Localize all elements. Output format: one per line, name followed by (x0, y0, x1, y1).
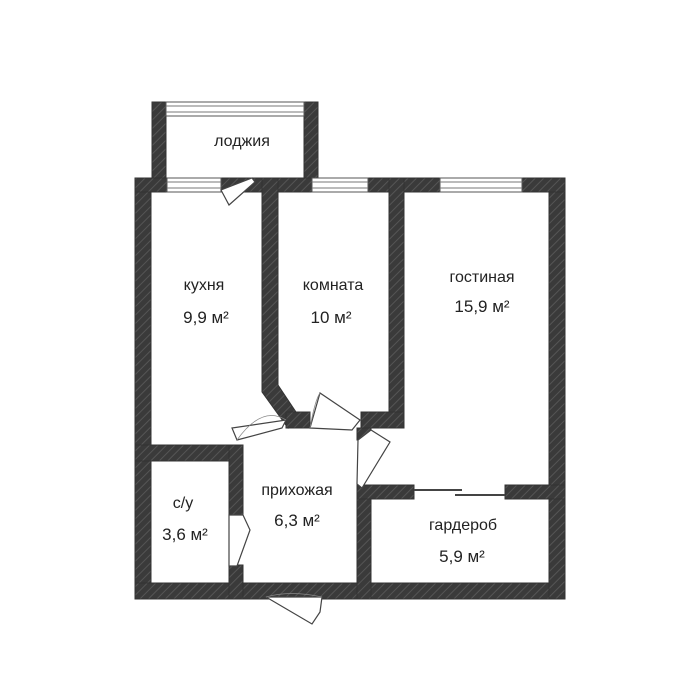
loggia-wall-left (151, 101, 167, 191)
living-door (356, 429, 391, 489)
outer-wall-top-5 (521, 177, 566, 193)
bathroom-area: 3,6 м² (162, 525, 208, 544)
wardrobe-name: гардероб (428, 517, 498, 534)
living-name: гостиная (449, 269, 515, 286)
outer-wall-bottom (134, 582, 566, 600)
living-window (439, 177, 523, 193)
room-wall-bottom-right (360, 411, 405, 429)
room-wall-bottom-left (285, 411, 311, 429)
kitchen-area: 9,9 м² (183, 308, 229, 327)
bathroom-name: с/у (172, 495, 194, 512)
bath-hall-wall-bottom (228, 564, 244, 600)
room-wall-right (388, 177, 405, 424)
kitchen-name: кухня (183, 277, 225, 294)
room-wall-left (261, 177, 297, 429)
living-area: 15,9 м² (454, 297, 510, 316)
room-door (309, 392, 361, 431)
room-area: 10 м² (310, 308, 352, 327)
room-name: комната (302, 277, 364, 294)
wardrobe-area: 5,9 м² (439, 547, 485, 566)
hall-wardrobe-wall (356, 484, 372, 600)
balcony-door (220, 177, 256, 206)
hallway-name: прихожая (261, 482, 333, 499)
kitchen-door (231, 419, 288, 441)
outer-wall-right (548, 177, 566, 600)
loggia-wall-right (303, 101, 319, 191)
wardrobe-wall-top-left (356, 484, 415, 500)
entrance-door (263, 596, 323, 625)
bath-hall-wall-top (228, 444, 244, 516)
bath-door (228, 514, 251, 567)
loggia-window (165, 101, 305, 117)
outer-wall-left (134, 177, 152, 599)
room-window (311, 177, 369, 193)
outer-wall-top-1 (134, 177, 168, 193)
kitchen-window (166, 177, 222, 193)
loggia-name: лоджия (214, 133, 270, 150)
kitchen-bath-wall (134, 444, 238, 462)
hallway-area: 6,3 м² (274, 511, 320, 530)
wardrobe-wall-top-right (504, 484, 566, 500)
